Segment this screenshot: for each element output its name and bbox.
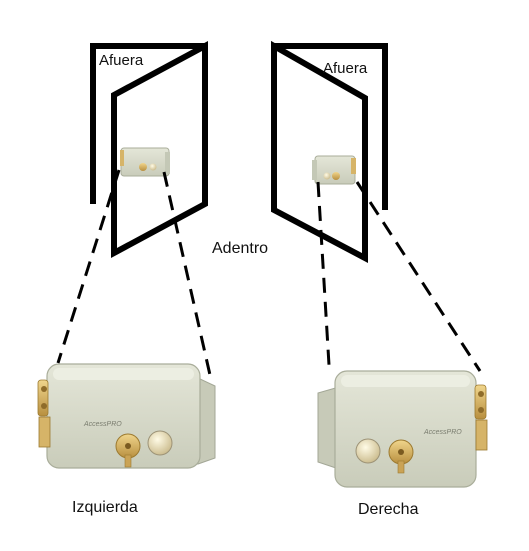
left-lock-brand: AccessPRO: [83, 421, 122, 428]
right-lock-large: AccessPRO: [317, 370, 488, 488]
left-door-small-lock: [120, 147, 170, 177]
right-connector-1: [316, 181, 331, 366]
left-lock-caption: Izquierda: [72, 499, 138, 516]
right-connector-2: [355, 181, 482, 372]
connector-lines: [56, 169, 482, 376]
right-door-leaf: [271, 40, 368, 263]
right-lock-caption: Derecha: [358, 501, 419, 518]
left-connector-1: [56, 169, 121, 364]
left-lock-large: AccessPRO: [37, 363, 216, 469]
inside-label: Adentro: [212, 240, 269, 257]
left-outside-label: Afuera: [99, 52, 144, 69]
left-connector-2: [162, 171, 212, 376]
right-door-small-lock: [312, 155, 356, 185]
right-outside-label: Afuera: [323, 60, 368, 77]
right-door: [271, 40, 388, 263]
right-lock-brand: AccessPRO: [423, 429, 462, 436]
